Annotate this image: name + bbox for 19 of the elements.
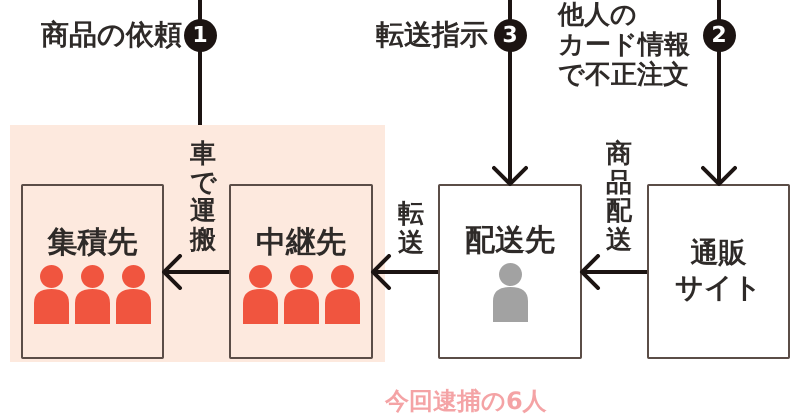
box-title: 通販サイト bbox=[675, 235, 762, 305]
edge-label: 車で運搬 bbox=[190, 140, 216, 254]
step-number: 1 bbox=[184, 18, 216, 52]
arrow bbox=[580, 254, 647, 290]
step-number: 3 bbox=[494, 18, 526, 52]
box-title: 集積先 bbox=[48, 224, 138, 262]
step-number: 2 bbox=[702, 18, 736, 52]
edge-label: 商品の依頼 bbox=[41, 18, 182, 52]
location-box bbox=[21, 184, 164, 359]
location-box bbox=[229, 184, 373, 359]
highlight-band bbox=[10, 125, 385, 362]
location-box bbox=[647, 184, 790, 359]
arrow bbox=[162, 254, 229, 290]
edge-label: 他人のカード情報で不正注文 bbox=[558, 0, 690, 90]
box-title: 配送先 bbox=[465, 222, 555, 260]
box-title: 中継先 bbox=[256, 224, 346, 262]
arrow bbox=[371, 254, 438, 290]
note-text: 今回逮捕の6人 bbox=[385, 387, 547, 415]
location-box bbox=[438, 184, 582, 359]
